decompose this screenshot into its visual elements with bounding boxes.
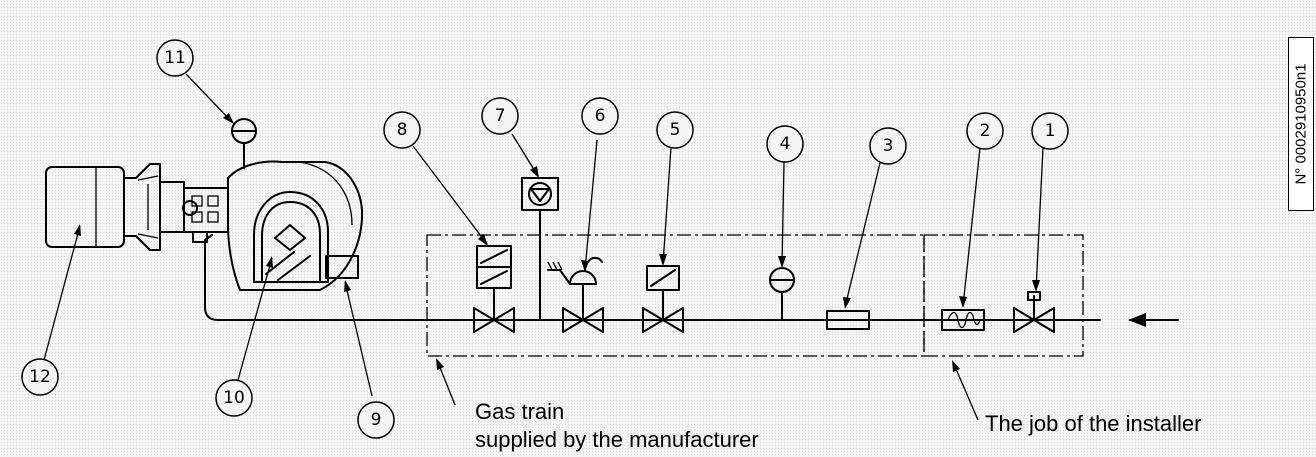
svg-text:6: 6: [595, 106, 606, 126]
svg-text:10: 10: [223, 388, 245, 408]
air-pressure-switch: [325, 255, 359, 279]
callout-2: 2: [966, 112, 1004, 150]
leak-detector-icon: [521, 177, 559, 321]
callout-5: 5: [656, 111, 694, 149]
svg-text:8: 8: [397, 120, 408, 140]
callout-4: 4: [766, 125, 804, 163]
main-valve-icon: [473, 245, 515, 333]
gas-train-caption: Gas train supplied by the manufacturer: [475, 398, 759, 454]
anti-vibration-joint-icon: [941, 309, 985, 331]
burner-assembly: [45, 160, 364, 291]
manual-valve-icon: [1013, 291, 1055, 333]
fan-housing: [253, 191, 329, 283]
svg-text:7: 7: [495, 106, 506, 126]
callout-1: 1: [1031, 112, 1069, 150]
svg-text:1: 1: [1045, 121, 1056, 141]
flow-direction-arrow-icon: [1128, 313, 1179, 327]
svg-text:5: 5: [670, 120, 681, 140]
drawing-number-box: N° 0002910950n1: [1288, 37, 1314, 211]
svg-text:9: 9: [371, 410, 382, 430]
callout-10: 10: [215, 379, 253, 417]
gas-train-caption-line1: Gas train: [475, 399, 565, 424]
manufacturer-supply-boundary: [426, 234, 925, 357]
gas-pipe: [204, 234, 1101, 321]
svg-text:11: 11: [164, 48, 186, 68]
burner-pressure-switch-icon: [231, 118, 257, 169]
safety-valve-icon: [642, 265, 684, 333]
callout-3: 3: [869, 127, 907, 165]
leader-lines: [43, 73, 1044, 421]
installer-caption: The job of the installer: [985, 411, 1202, 436]
svg-text:3: 3: [883, 136, 894, 156]
control-box: [183, 187, 229, 233]
callout-8: 8: [383, 111, 421, 149]
pressure-regulator-icon: [547, 256, 604, 333]
svg-text:4: 4: [780, 134, 791, 154]
callout-7: 7: [481, 97, 519, 135]
callout-9: 9: [357, 401, 395, 439]
pressure-gauge-icon: [769, 267, 795, 321]
burner-motor: [45, 166, 125, 248]
svg-text:2: 2: [980, 121, 991, 141]
callout-11: 11: [156, 39, 194, 77]
svg-text:12: 12: [29, 367, 51, 387]
callout-12: 12: [21, 358, 59, 396]
drawing-number: N° 0002910950n1: [1292, 63, 1310, 185]
gas-filter-icon: [826, 310, 870, 330]
installer-boundary: [923, 234, 1084, 357]
callout-6: 6: [581, 97, 619, 135]
gas-train-caption-line2: supplied by the manufacturer: [475, 427, 759, 452]
